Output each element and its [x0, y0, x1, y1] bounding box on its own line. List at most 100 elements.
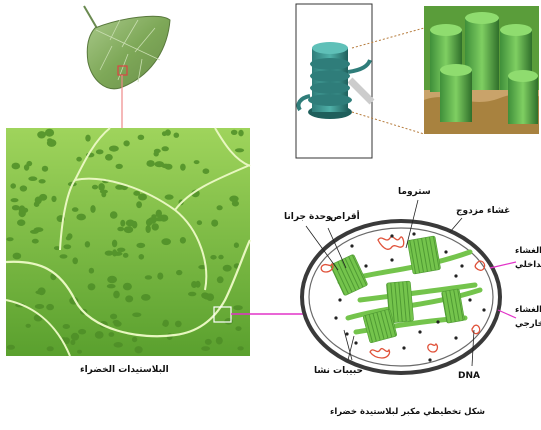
label-outer-membrane-2: الخارجي: [515, 320, 541, 329]
chloroplast-dot: [110, 211, 118, 219]
chloroplast-dot: [107, 276, 117, 283]
chloroplast-dot: [12, 205, 20, 210]
chloroplast-dot: [113, 291, 120, 299]
chloroplast-dot: [47, 138, 52, 142]
granum-closeup: [296, 4, 424, 158]
chloroplast-dot: [146, 225, 151, 233]
label-dna: DNA: [458, 372, 480, 381]
chloroplast-dot: [135, 346, 143, 353]
chloroplast-dot: [7, 345, 15, 350]
label-outer-membrane-1: الغشاء: [515, 306, 541, 315]
chloroplast-dot: [211, 220, 218, 227]
chloroplast-dot: [216, 337, 223, 345]
chloroplast-dot: [95, 331, 104, 339]
chloroplast-dot: [205, 339, 212, 345]
chloroplast-dot: [85, 135, 90, 142]
label-starch-grains: حبيبات نشا: [314, 367, 363, 376]
label-inner-membrane-1: الغشاء: [515, 247, 541, 256]
leaf-cells-micrograph: [6, 128, 250, 356]
chloroplast-dot: [223, 265, 232, 272]
chloroplast-dot: [132, 313, 141, 318]
chloroplast-dot: [201, 346, 210, 351]
chloroplast-dot: [72, 257, 78, 264]
chloroplast-dot: [203, 168, 210, 174]
chloroplast-dot: [218, 255, 223, 260]
chloroplast-dot: [96, 149, 104, 154]
chloroplast-dot: [126, 220, 135, 227]
chloroplast-dot: [105, 154, 113, 161]
chloroplast-dot: [88, 283, 96, 290]
chloroplast-dot: [161, 238, 171, 245]
chloroplast-dot: [138, 135, 145, 140]
chloroplast-dot: [45, 129, 54, 137]
chloroplast-dot: [71, 333, 79, 341]
chloroplast-dot: [175, 321, 182, 328]
chloroplast-dot: [98, 183, 105, 191]
chloroplast-dot: [35, 304, 44, 309]
chloroplast-dot: [124, 226, 133, 233]
chloroplast-dot: [112, 249, 117, 256]
chloroplast-dot: [115, 185, 124, 190]
chloroplast-dot: [46, 304, 54, 310]
chloroplast-dot: [123, 253, 129, 258]
chloroplast-dot: [28, 176, 37, 181]
diagram-caption: شكل تخطيطي مكبر لبلاستيدة خضراء: [330, 408, 485, 417]
chloroplast-dot: [89, 268, 94, 274]
chloroplast-dot: [155, 217, 164, 221]
chloroplast-dot: [197, 220, 202, 225]
chloroplast-dot: [113, 320, 120, 324]
chloroplast-dot: [100, 190, 108, 194]
chloroplast-dot: [17, 219, 25, 226]
chloroplast-dot: [156, 210, 162, 218]
chloroplast-dot: [155, 161, 165, 167]
chloroplast-dot: [109, 146, 119, 152]
label-stroma: ستروما: [398, 188, 431, 197]
chloroplast-dot: [76, 157, 82, 162]
chloroplast-dot: [39, 179, 46, 183]
chloroplast-dot: [120, 220, 125, 227]
chloroplast-diagram: [302, 200, 516, 373]
chloroplast-dot: [146, 160, 154, 167]
chloroplast-dot: [26, 324, 31, 328]
chloroplast-dot: [6, 237, 13, 241]
chloroplast-dot: [125, 295, 133, 302]
chloroplast-dot: [141, 294, 151, 301]
chloroplast-dot: [117, 248, 125, 252]
chloroplast-dot: [60, 254, 68, 258]
chloroplast-dot: [32, 239, 39, 244]
chloroplast-dot: [157, 273, 163, 280]
chloroplast-dot: [11, 198, 19, 202]
chloroplast-dot: [136, 243, 145, 248]
chloroplast-dot: [10, 183, 16, 188]
chloroplast-dot: [77, 350, 82, 354]
chloroplast-dot: [72, 207, 79, 212]
chloroplast-dot: [51, 196, 56, 202]
chloroplast-dot: [107, 284, 116, 288]
chloroplast-dot: [78, 329, 86, 335]
chloroplast-dot: [13, 253, 22, 260]
chloroplast-dot: [195, 281, 200, 288]
chloroplast-dot: [24, 164, 29, 170]
chloroplast-dot: [66, 236, 71, 240]
chloroplast-dot: [110, 314, 117, 320]
chloroplast-dot: [90, 205, 95, 213]
chloroplast-dot: [132, 337, 137, 342]
label-granum: وحدة جرانا: [284, 213, 332, 222]
chloroplast-dot: [47, 346, 54, 351]
chloroplast-dot: [180, 164, 186, 171]
chloroplast-dot: [217, 205, 223, 210]
chloroplast-dot: [139, 254, 145, 260]
chloroplast-dot: [38, 287, 46, 295]
chloroplast-dot: [112, 240, 117, 248]
chloroplast-dot: [162, 322, 168, 327]
chloroplast-dot: [39, 194, 47, 201]
chloroplast-dot: [117, 227, 124, 232]
chloroplast-dot: [238, 130, 243, 137]
chloroplast-dot: [162, 146, 169, 151]
chloroplast-dot: [235, 326, 241, 331]
chloroplast-dot: [203, 293, 211, 299]
chloroplast-dot: [180, 237, 186, 244]
chloroplast-dot: [145, 275, 152, 279]
chloroplast-dot: [224, 318, 233, 325]
cell-caption: البلاستيدات الخضراء: [80, 366, 169, 375]
